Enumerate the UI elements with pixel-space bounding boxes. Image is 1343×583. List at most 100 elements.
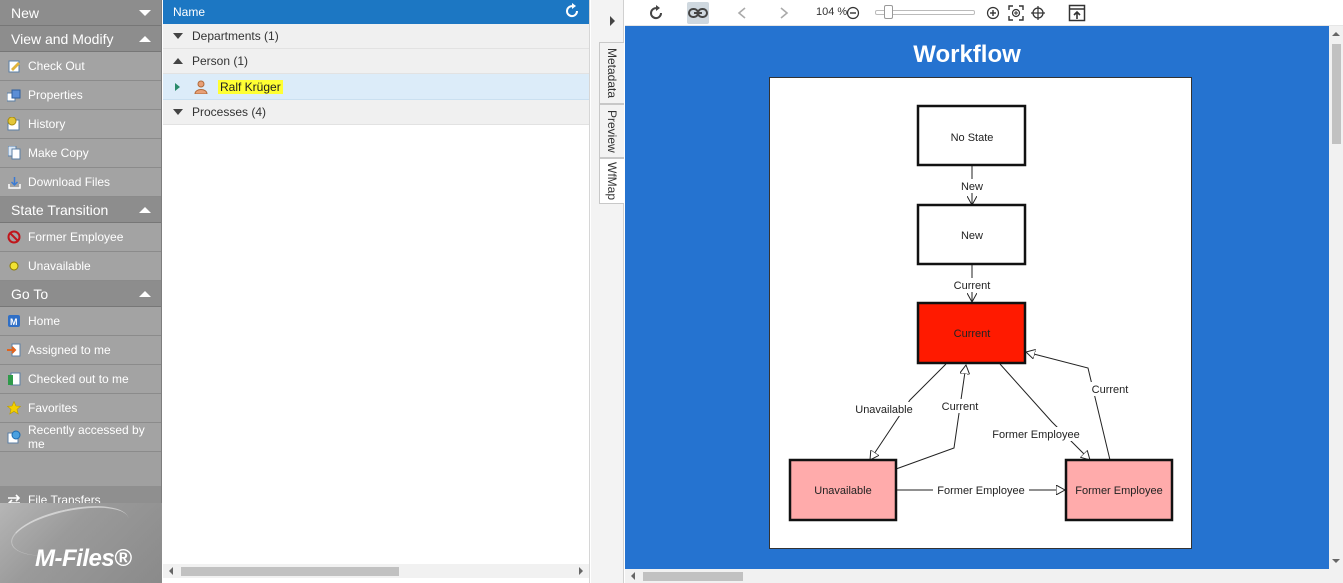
workflow-diagram-svg: New Current Unavailable Current bbox=[788, 104, 1174, 522]
chevron-up-icon bbox=[139, 206, 151, 213]
task-go-checked-out[interactable]: Checked out to me bbox=[0, 365, 161, 394]
collapse-triangle-icon bbox=[173, 109, 183, 115]
state-no-state-label: No State bbox=[951, 132, 994, 144]
task-state-unavailable-label: Unavailable bbox=[28, 259, 91, 273]
transition-label-former-2: Former Employee bbox=[937, 485, 1024, 497]
yellow-dot-icon bbox=[7, 259, 21, 273]
back-button[interactable] bbox=[731, 2, 753, 24]
zoom-slider-thumb[interactable] bbox=[884, 5, 893, 19]
task-header-view-modify-label: View and Modify bbox=[11, 30, 114, 47]
assigned-icon bbox=[7, 343, 21, 357]
column-header-name[interactable]: Name bbox=[163, 0, 589, 24]
zoom-out-button[interactable] bbox=[845, 2, 861, 24]
task-header-go-to-label: Go To bbox=[11, 285, 49, 302]
m-files-logo: M-Files® bbox=[0, 497, 162, 583]
state-unavailable[interactable]: Unavailable bbox=[788, 458, 898, 522]
scroll-down-icon[interactable] bbox=[1332, 559, 1340, 563]
zoom-slider-track[interactable] bbox=[875, 10, 975, 15]
task-go-recent[interactable]: Recently accessed by me bbox=[0, 423, 161, 452]
transition-label-unavailable: Unavailable bbox=[855, 404, 912, 416]
task-download-files[interactable]: Download Files bbox=[0, 168, 161, 197]
task-header-go-to[interactable]: Go To bbox=[0, 281, 161, 307]
expand-row-icon[interactable] bbox=[175, 82, 180, 91]
task-header-view-modify[interactable]: View and Modify bbox=[0, 26, 161, 52]
transition-label-current-1: Current bbox=[954, 280, 991, 292]
refresh-icon[interactable] bbox=[563, 2, 581, 23]
task-state-unavailable[interactable]: Unavailable bbox=[0, 252, 161, 281]
task-download-files-label: Download Files bbox=[28, 175, 111, 189]
group-departments[interactable]: Departments (1) bbox=[163, 24, 589, 49]
task-go-home[interactable]: M Home bbox=[0, 307, 161, 336]
fit-page-button[interactable] bbox=[1007, 2, 1025, 24]
state-current-label: Current bbox=[954, 328, 991, 340]
task-state-former-employee[interactable]: Former Employee bbox=[0, 223, 161, 252]
link-button[interactable] bbox=[687, 2, 709, 24]
state-current[interactable]: Current bbox=[916, 301, 1027, 365]
history-icon bbox=[7, 117, 21, 131]
state-new[interactable]: New bbox=[916, 203, 1027, 266]
scrollbar-thumb[interactable] bbox=[1332, 44, 1341, 144]
scroll-left-icon[interactable] bbox=[169, 567, 173, 575]
scroll-right-icon[interactable] bbox=[579, 567, 583, 575]
task-make-copy-label: Make Copy bbox=[28, 146, 89, 160]
pan-button[interactable] bbox=[1029, 2, 1047, 24]
group-processes[interactable]: Processes (4) bbox=[163, 100, 589, 125]
chevron-up-icon bbox=[139, 35, 151, 42]
reload-icon bbox=[650, 5, 663, 20]
group-departments-label: Departments (1) bbox=[192, 29, 279, 43]
task-go-assigned[interactable]: Assigned to me bbox=[0, 336, 161, 365]
reload-button[interactable] bbox=[645, 2, 667, 24]
task-header-state-transition[interactable]: State Transition bbox=[0, 197, 161, 223]
transition-unavailable-to-former: Former Employee bbox=[896, 483, 1065, 497]
fit-page-icon bbox=[1008, 5, 1024, 21]
list-item-person[interactable]: Ralf Krüger bbox=[163, 74, 589, 100]
forward-button[interactable] bbox=[773, 2, 795, 24]
scrollbar-thumb[interactable] bbox=[181, 567, 399, 576]
task-history[interactable]: History bbox=[0, 110, 161, 139]
make-copy-icon bbox=[7, 146, 21, 160]
no-entry-icon bbox=[7, 230, 21, 244]
task-header-new[interactable]: New bbox=[0, 0, 161, 26]
zoom-in-button[interactable] bbox=[985, 2, 1001, 24]
task-properties[interactable]: Properties bbox=[0, 81, 161, 110]
preview-horizontal-scrollbar[interactable] bbox=[625, 569, 1343, 583]
chevron-up-icon bbox=[139, 290, 151, 297]
task-header-state-transition-label: State Transition bbox=[11, 201, 109, 218]
state-former-employee[interactable]: Former Employee bbox=[1064, 458, 1174, 522]
tab-wfmap-label: WfMap bbox=[605, 161, 619, 200]
transition-label-current-3: Current bbox=[1092, 384, 1129, 396]
list-item-person-name: Ralf Krüger bbox=[218, 79, 283, 94]
transition-nostate-to-new: New bbox=[955, 166, 989, 205]
expand-right-arrow-icon[interactable] bbox=[610, 16, 615, 26]
collapse-triangle-icon bbox=[173, 33, 183, 39]
state-new-label: New bbox=[961, 230, 983, 242]
task-check-out[interactable]: Check Out bbox=[0, 52, 161, 81]
open-external-button[interactable] bbox=[1066, 2, 1088, 24]
zoom-level: 104 % bbox=[816, 6, 848, 18]
scrollbar-thumb[interactable] bbox=[643, 572, 743, 581]
transition-new-to-current: Current bbox=[950, 265, 994, 302]
task-go-favorites[interactable]: Favorites bbox=[0, 394, 161, 423]
group-person[interactable]: Person (1) bbox=[163, 49, 589, 74]
task-state-former-employee-label: Former Employee bbox=[28, 230, 124, 244]
task-history-label: History bbox=[28, 117, 66, 131]
task-make-copy[interactable]: Make Copy bbox=[0, 139, 161, 168]
task-go-checked-out-label: Checked out to me bbox=[28, 372, 129, 386]
scroll-left-icon[interactable] bbox=[631, 572, 635, 580]
task-header-new-label: New bbox=[11, 4, 40, 21]
svg-text:M: M bbox=[10, 317, 18, 327]
link-icon bbox=[688, 8, 708, 18]
state-no-state[interactable]: No State bbox=[916, 104, 1027, 167]
task-pane: New View and Modify Check Out Properties… bbox=[0, 0, 162, 583]
download-icon bbox=[7, 175, 21, 189]
workflow-map-canvas: Workflow New bbox=[625, 26, 1329, 569]
scroll-up-icon[interactable] bbox=[1332, 32, 1340, 36]
tab-metadata[interactable]: Metadata bbox=[599, 42, 624, 104]
pan-icon bbox=[1031, 6, 1045, 20]
preview-vertical-scrollbar[interactable] bbox=[1329, 26, 1343, 569]
chevron-left-icon bbox=[737, 7, 746, 19]
tab-preview[interactable]: Preview bbox=[599, 104, 624, 158]
tab-wfmap[interactable]: WfMap bbox=[599, 158, 624, 204]
listing-horizontal-scrollbar[interactable] bbox=[163, 564, 589, 578]
